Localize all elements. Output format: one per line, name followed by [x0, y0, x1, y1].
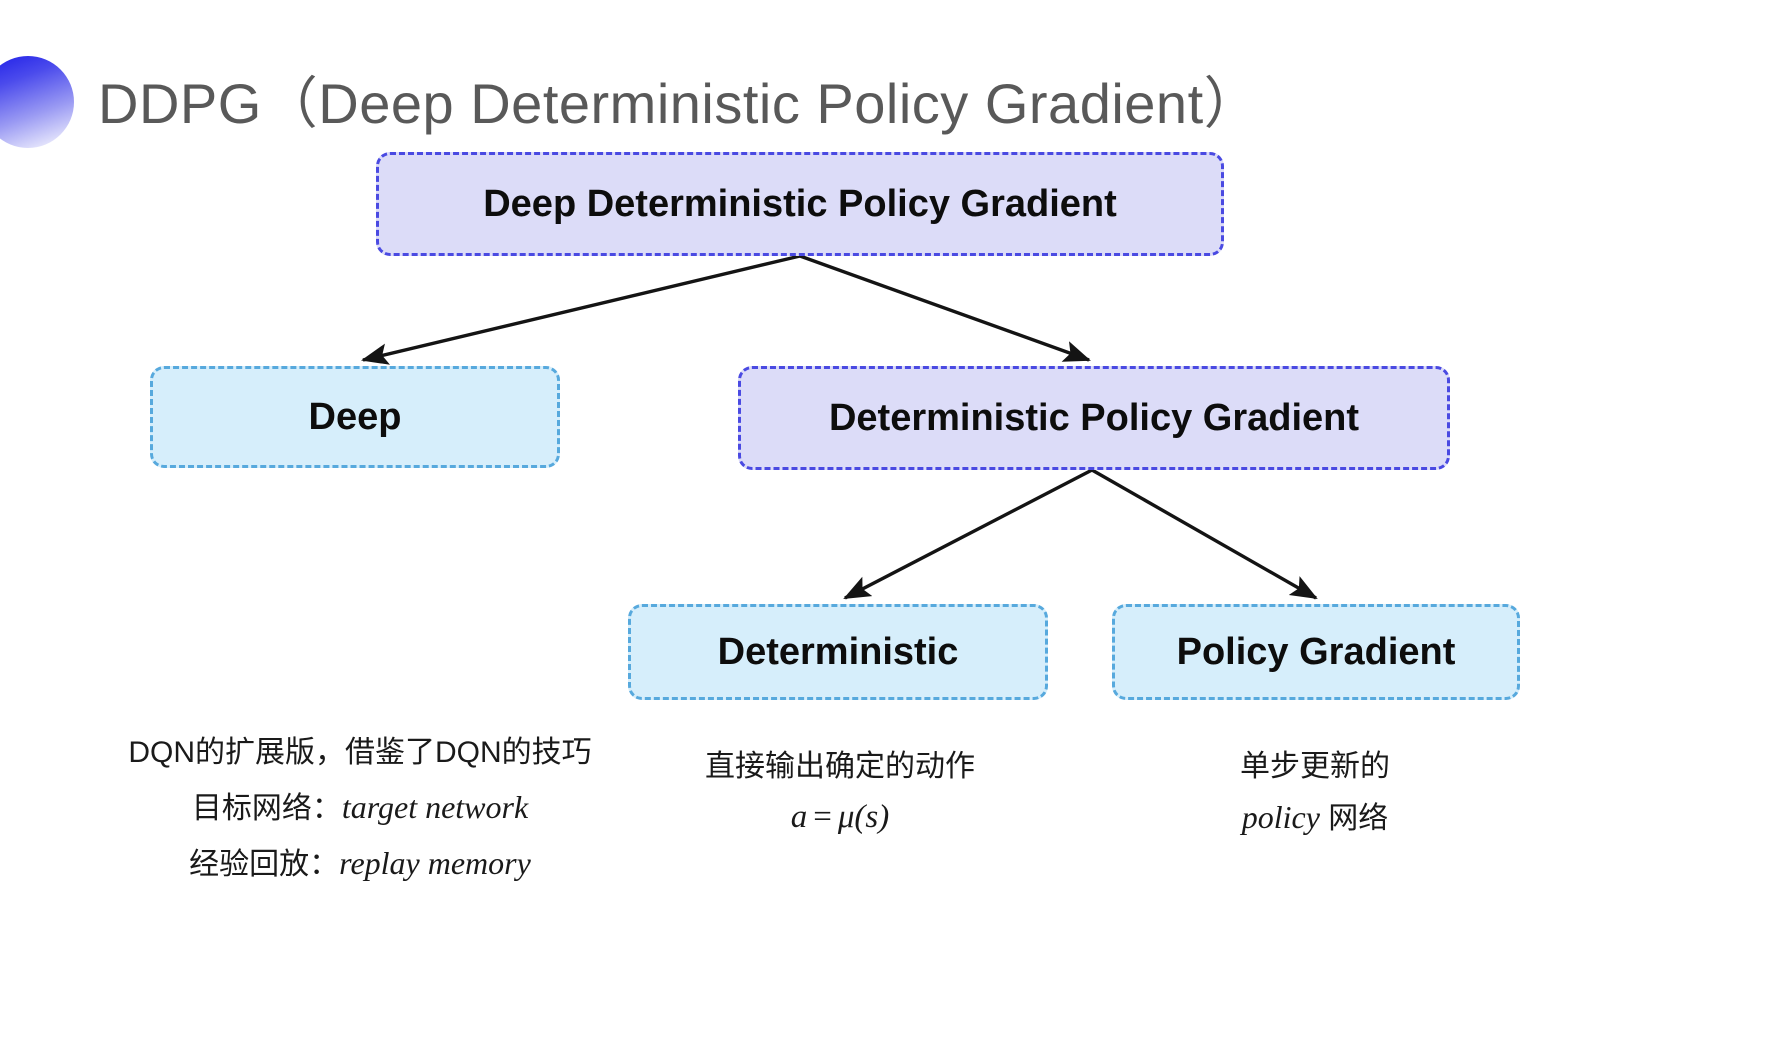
- annotation-deep: DQN的扩展版，借鉴了DQN的技巧 目标网络：target network 经验…: [60, 726, 660, 892]
- annotation-policy-gradient-suffix: 网络: [1319, 802, 1389, 835]
- edge-root-to-dpg: [799, 254, 1091, 362]
- edge-root-to-deep: [361, 254, 801, 365]
- node-deep-deterministic-policy-gradient[interactable]: Deep Deterministic Policy Gradient: [376, 152, 1224, 256]
- formula-rhs: μ(s): [837, 799, 890, 835]
- node-label: Deterministic: [717, 630, 959, 673]
- annotation-deep-line3-term: replay memory: [339, 845, 531, 881]
- annotation-deep-line2-term: target network: [341, 789, 529, 825]
- node-label: Deep: [308, 395, 402, 438]
- edge-dpg-to-policy-gradient: [1091, 468, 1318, 600]
- node-deterministic[interactable]: Deterministic: [628, 604, 1048, 700]
- edge-dpg-to-deterministic: [843, 468, 1093, 600]
- formula-operator: =: [813, 799, 832, 835]
- node-policy-gradient[interactable]: Policy Gradient: [1112, 604, 1520, 700]
- page-title: DDPG（Deep Deterministic Policy Gradient）: [98, 72, 1261, 135]
- title-decoration-circle-icon: [0, 56, 74, 148]
- annotation-policy-gradient-line1: 单步更新的: [1240, 750, 1390, 783]
- annotation-policy-gradient-term: policy: [1241, 799, 1320, 835]
- annotation-policy-gradient-line2: policy 网络: [1110, 792, 1520, 844]
- annotation-deep-line3: 经验回放：replay memory: [60, 836, 660, 892]
- annotation-deterministic-formula: a=μ(s): [640, 792, 1040, 842]
- node-deterministic-policy-gradient[interactable]: Deterministic Policy Gradient: [738, 366, 1450, 470]
- annotation-deep-line2-label: 目标网络：: [191, 792, 342, 825]
- node-label: Deterministic Policy Gradient: [828, 396, 1360, 439]
- annotation-deterministic: 直接输出确定的动作 a=μ(s): [640, 742, 1040, 842]
- node-label: Policy Gradient: [1176, 630, 1456, 673]
- annotation-deterministic-line1: 直接输出确定的动作: [705, 750, 975, 783]
- annotation-deep-line1: DQN的扩展版，借鉴了DQN的技巧: [128, 736, 592, 769]
- annotation-policy-gradient: 单步更新的 policy 网络: [1110, 742, 1520, 844]
- node-deep[interactable]: Deep: [150, 366, 560, 468]
- formula-lhs: a: [790, 799, 808, 835]
- annotation-deep-line2: 目标网络：target network: [60, 780, 660, 836]
- annotation-deep-line3-label: 经验回放：: [189, 848, 340, 881]
- node-label: Deep Deterministic Policy Gradient: [483, 182, 1117, 225]
